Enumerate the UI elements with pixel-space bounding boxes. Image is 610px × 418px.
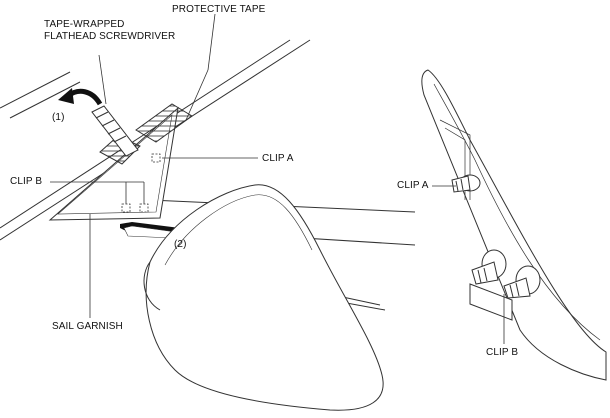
leader-lines-right — [432, 185, 505, 344]
pull-arrow — [120, 222, 180, 239]
leader-lines-left — [50, 13, 258, 318]
step-2-label: (2) — [174, 239, 187, 250]
clip-b-right-label: CLIP B — [486, 347, 519, 358]
clip-b-left-label: CLIP B — [10, 176, 43, 187]
side-mirror — [143, 184, 384, 411]
pry-arrow — [58, 88, 103, 106]
sail-garnish-detail — [421, 69, 607, 381]
clip-a-left-label: CLIP A — [262, 153, 294, 164]
clip-a-right — [451, 174, 481, 193]
screwdriver — [91, 105, 139, 157]
tape-wrapped-label-line1: TAPE-WRAPPED — [44, 19, 125, 30]
clip-a-right-label: CLIP A — [397, 180, 429, 191]
clip-b-right — [469, 249, 541, 321]
tape-wrapped-label-line2: FLATHEAD SCREWDRIVER — [44, 31, 176, 42]
sail-garnish-label: SAIL GARNISH — [52, 321, 123, 332]
protective-tape-label: PROTECTIVE TAPE — [172, 4, 266, 15]
step-1-label: (1) — [52, 112, 65, 123]
